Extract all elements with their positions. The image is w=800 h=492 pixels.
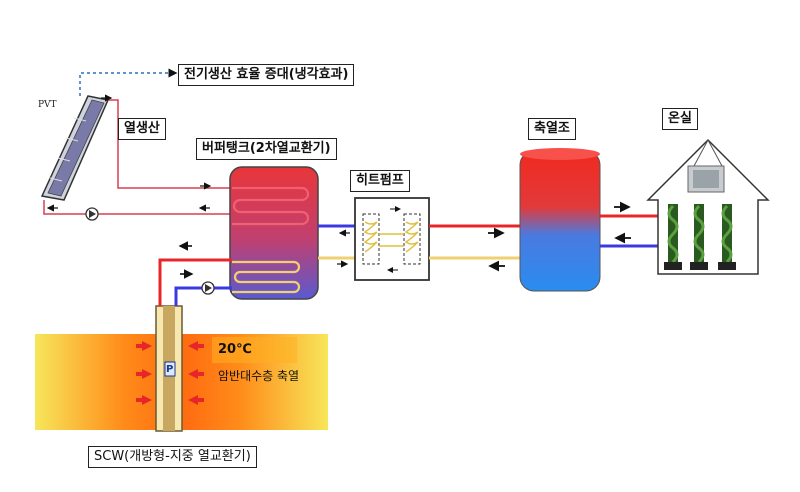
greenhouse-building	[646, 138, 770, 275]
buffer-tank-label: 버퍼탱크(2차열교환기)	[196, 138, 337, 160]
pvt-return-line	[43, 200, 230, 215]
buffer-tank	[229, 166, 319, 300]
pvt-label: PVT	[38, 100, 57, 110]
storage-tank-label: 축열조	[528, 118, 576, 140]
temperature-label: 20℃	[218, 342, 252, 357]
scw-hot-line	[158, 258, 232, 306]
buffer-top-coil	[232, 186, 310, 226]
electric-efficiency-label: 전기생산 효율 증대(냉각효과)	[178, 64, 355, 86]
greenhouse-label: 온실	[662, 108, 698, 130]
storage-tank	[519, 150, 601, 292]
heat-production-label: 열생산	[118, 118, 166, 140]
heat-pump-box	[354, 197, 430, 281]
buffer-bottom-coil	[232, 260, 301, 294]
ground-heat-arrows	[136, 341, 204, 405]
pvt-flow-arrows	[46, 94, 212, 212]
pvt-panel	[40, 95, 110, 201]
pump-p-box	[164, 361, 176, 377]
greenhouse-plants	[664, 204, 736, 270]
electric-dashed-line	[79, 68, 178, 96]
temperature-highlight	[212, 337, 297, 363]
scw-label: SCW(개방형-지중 열교환기)	[88, 446, 257, 468]
pump-p-label: P	[166, 364, 174, 375]
heat-pump-label: 히트펌프	[350, 170, 410, 192]
aquifer-storage-label: 암반대수층 축열	[218, 369, 300, 383]
pvt-hot-line	[108, 99, 230, 189]
